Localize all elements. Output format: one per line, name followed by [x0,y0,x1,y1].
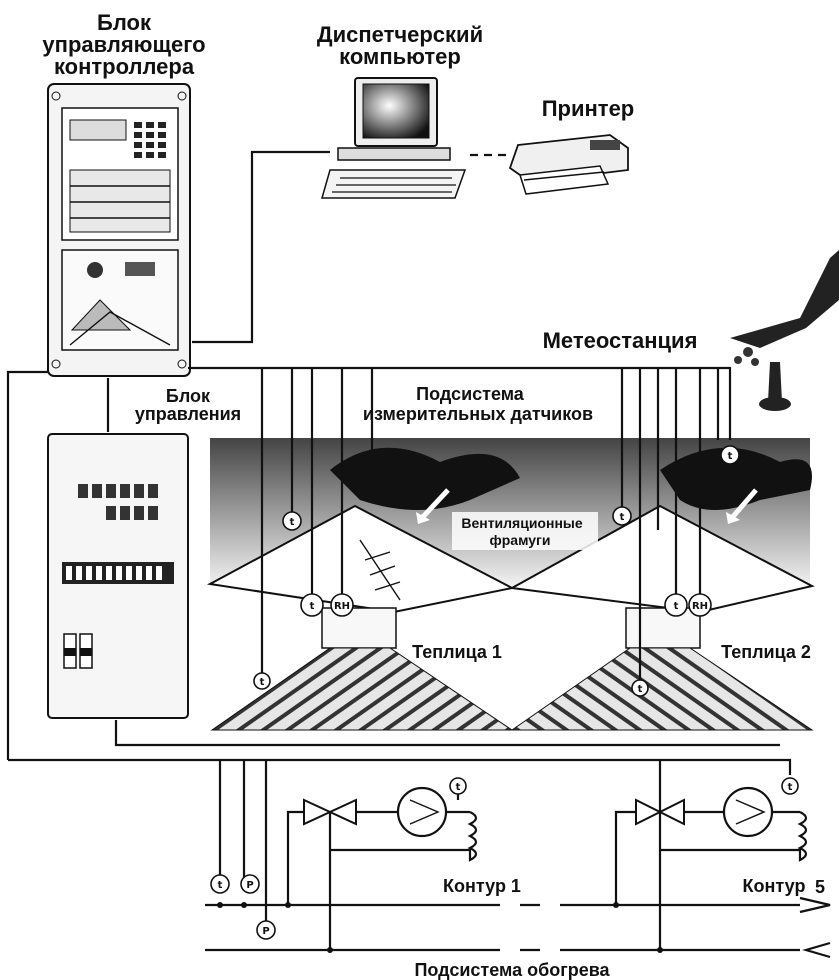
controller-cabinet [48,84,190,376]
heating-circuit-1 [220,760,476,950]
svg-text:t: t [218,880,223,891]
sensor-temp-gh2-ground: t [632,680,648,696]
circuit-1-label: Контур 1 [443,876,521,896]
vent-windows-label: Вентиляционные фрамуги [452,512,598,550]
weather-station [730,250,839,411]
svg-text:t: t [260,677,265,688]
svg-text:Вентиляционные: Вентиляционные [461,515,583,531]
sensor-humidity-gh2: RH [689,594,711,616]
svg-text:t: t [638,684,643,695]
dispatcher-computer [322,78,465,198]
sensor-temp-gh2-top: t [613,507,631,525]
svg-text:компьютер: компьютер [339,44,461,69]
sensor-temp-gh1-ground: t [254,673,270,689]
control-unit-cabinet [48,434,188,718]
svg-text:t: t [788,782,793,793]
svg-text:Подсистема: Подсистема [416,384,525,404]
sensor-temp-gh1-mid: t [301,594,323,616]
heating-circuit-5 [616,760,806,950]
svg-text:t: t [310,601,315,612]
svg-text:t: t [456,782,461,793]
svg-text:P: P [246,880,253,891]
dispatcher-computer-label: Диспетчерский компьютер [317,22,483,69]
heating-subsystem-label: Подсистема обогрева [414,960,610,980]
svg-text:Блок: Блок [166,386,211,406]
greenhouse-2-label: Теплица 2 [721,642,811,662]
greenhouse-scene [210,438,812,730]
controller-unit-label: Блок управляющего контроллера [42,10,205,79]
greenhouse-1-label: Теплица 1 [412,642,502,662]
weather-station-label: Метеостанция [543,328,698,353]
sensor-temp-supply: t [211,875,229,893]
svg-text:фрамуги: фрамуги [490,532,551,548]
svg-text:измерительных датчиков: измерительных датчиков [363,404,593,424]
sensor-pressure-supply: P [241,875,259,893]
sensor-temp-outdoor: t [721,446,739,464]
control-unit-label: Блок управления [135,386,241,424]
controller-computer-link [192,152,330,342]
printer [510,135,628,194]
sensor-temp-gh2-mid: t [665,594,687,616]
sensor-subsystem-label: Подсистема измерительных датчиков [363,384,593,424]
svg-text:управления: управления [135,404,241,424]
sensor-humidity-gh1: RH [331,594,353,616]
heating-headers [205,898,830,957]
printer-label: Принтер [542,96,635,121]
sensor-pressure-return: P [257,921,275,939]
circuit-5-label: Контур [743,876,806,896]
svg-text:RH: RH [692,601,708,612]
svg-text:t: t [620,512,625,523]
sensor-temp-circuit-1: t [450,778,466,794]
svg-text:t: t [728,451,733,462]
svg-text:t: t [290,517,295,528]
svg-text:P: P [262,926,269,937]
svg-text:t: t [674,601,679,612]
svg-text:контроллера: контроллера [54,54,195,79]
sensor-temp-circuit-5: t [782,778,798,794]
sensor-temp-gh1-top: t [283,512,301,530]
svg-text:RH: RH [334,601,350,612]
circuit-5-number: 5 [815,877,825,897]
